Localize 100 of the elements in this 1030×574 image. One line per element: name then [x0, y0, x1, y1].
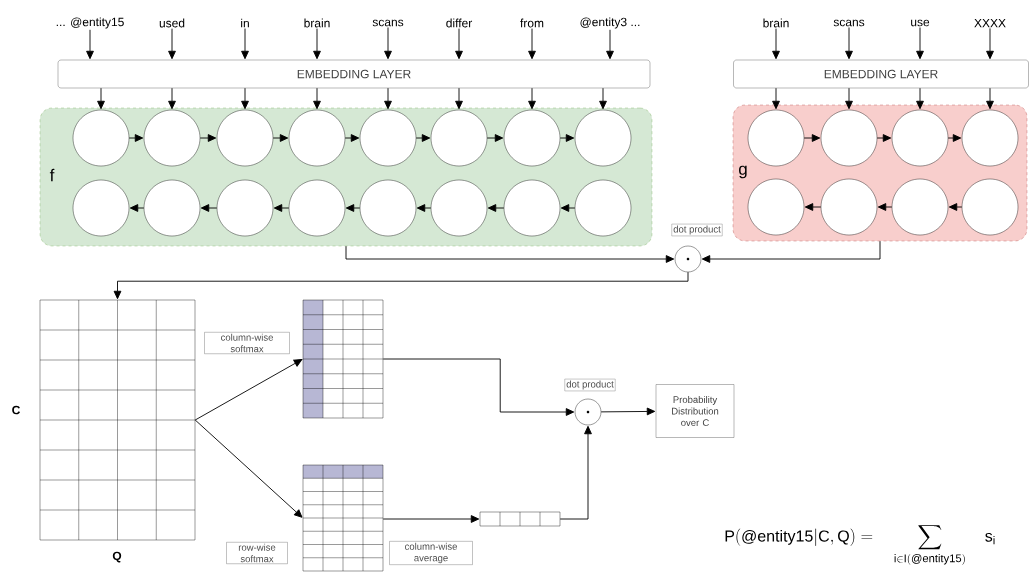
arrow — [486, 134, 504, 142]
rnn-cell — [216, 109, 274, 167]
arrow — [199, 134, 217, 142]
rnn-cell — [891, 109, 949, 167]
arrow — [272, 134, 289, 142]
layer-box: EMBEDDING LAYER — [57, 59, 651, 89]
formula: $\mathrm{P}(\mathrm{@entity15}|\mathrm{C},\mathrm{Q}) = \quad \sum_{\mathrm{i} \in \mathrm{I}(\mathrm{@entity15})} \quad \mathrm{s}_{\mathrm{i}}$ — [725, 525, 995, 565]
rnn-cell — [747, 109, 805, 167]
matrix-grid — [39, 299, 196, 541]
word-label: scans — [833, 19, 865, 27]
arrow — [200, 204, 218, 212]
arrow — [313, 28, 321, 60]
word-label: from — [520, 18, 544, 28]
arrow — [168, 28, 176, 60]
arrow — [803, 134, 821, 142]
arrow — [128, 134, 144, 142]
word-label: in — [241, 18, 249, 28]
arrow — [916, 87, 924, 110]
axis-label: Q — [112, 551, 122, 563]
rnn-cell — [359, 179, 417, 237]
output-box: Probability Distribution over C — [655, 384, 735, 438]
arrow — [560, 204, 576, 212]
word-label: brain — [763, 18, 789, 28]
arrow — [455, 87, 463, 110]
arrow — [313, 87, 321, 110]
arrow — [559, 425, 592, 520]
arrow — [606, 29, 614, 60]
arrow — [845, 87, 853, 110]
rnn-cell — [747, 178, 805, 236]
rnn-cell — [143, 179, 201, 237]
rnn-cell — [503, 179, 561, 237]
axis-label: C — [12, 405, 20, 415]
rnn-cell — [430, 109, 488, 167]
edge-label: column-wise softmax — [204, 332, 290, 354]
arrow — [415, 134, 431, 142]
arrow — [241, 87, 249, 110]
arrow — [113, 271, 689, 300]
arrow — [600, 407, 656, 416]
rnn-cell — [574, 109, 632, 167]
arrow — [384, 87, 392, 110]
rnn-cell — [574, 179, 632, 237]
arrow — [168, 87, 176, 110]
arrow — [194, 419, 303, 518]
vector-grid — [479, 511, 561, 527]
arrow — [528, 87, 536, 110]
word-label: used — [159, 18, 185, 28]
rnn-cell — [503, 109, 561, 167]
word-label: brain — [304, 18, 330, 28]
arrow — [876, 134, 892, 142]
arrow — [382, 515, 480, 523]
label-box: dot product — [671, 223, 723, 237]
arrow — [986, 27, 994, 60]
rnn-cell — [216, 179, 274, 237]
rnn-cell — [359, 109, 417, 167]
matrix-grid — [302, 299, 384, 419]
arrow — [194, 359, 303, 421]
arrow — [455, 28, 463, 60]
rnn-cell — [288, 179, 346, 237]
arrow — [804, 203, 822, 211]
rnn-cell — [72, 109, 130, 167]
dot-product-circle — [674, 245, 702, 273]
word-label: scans — [372, 19, 404, 27]
arrow — [528, 28, 536, 60]
arrow — [772, 87, 780, 110]
arrow — [344, 134, 360, 142]
arrow — [345, 204, 361, 212]
rnn-cell — [820, 178, 878, 236]
dot-product-circle — [574, 398, 602, 426]
arrow — [487, 204, 505, 212]
arrow — [916, 27, 924, 60]
rnn-cell — [961, 178, 1019, 236]
word-label: use — [911, 19, 930, 27]
rnn-cell — [820, 109, 878, 167]
arrow — [772, 28, 780, 60]
rnn-cell — [72, 179, 130, 237]
label-box: dot product — [564, 378, 616, 392]
arrow — [559, 134, 575, 142]
rnn-cell — [143, 109, 201, 167]
edge-label: column-wise average — [389, 541, 473, 565]
edge-label: row-wise softmax — [226, 542, 288, 564]
word-label: ... @entity15 — [56, 17, 124, 29]
arrow — [416, 204, 432, 212]
arrow — [845, 27, 853, 60]
matrix-grid — [302, 464, 384, 572]
arrow — [384, 27, 392, 60]
rnn-cell — [288, 109, 346, 167]
arrow — [948, 203, 963, 211]
word-label: @entity3 ... — [580, 17, 640, 29]
rnn-cell — [891, 178, 949, 236]
arrow — [986, 87, 994, 110]
layer-box: EMBEDDING LAYER — [733, 59, 1029, 89]
arrow — [599, 87, 607, 110]
rnn-cell — [961, 109, 1019, 167]
arrow — [382, 358, 575, 416]
arrow — [273, 204, 290, 212]
arrow — [701, 240, 881, 263]
word-label: differ — [446, 18, 473, 28]
arrow — [241, 28, 249, 60]
arrow — [129, 204, 145, 212]
arrow — [345, 245, 675, 263]
